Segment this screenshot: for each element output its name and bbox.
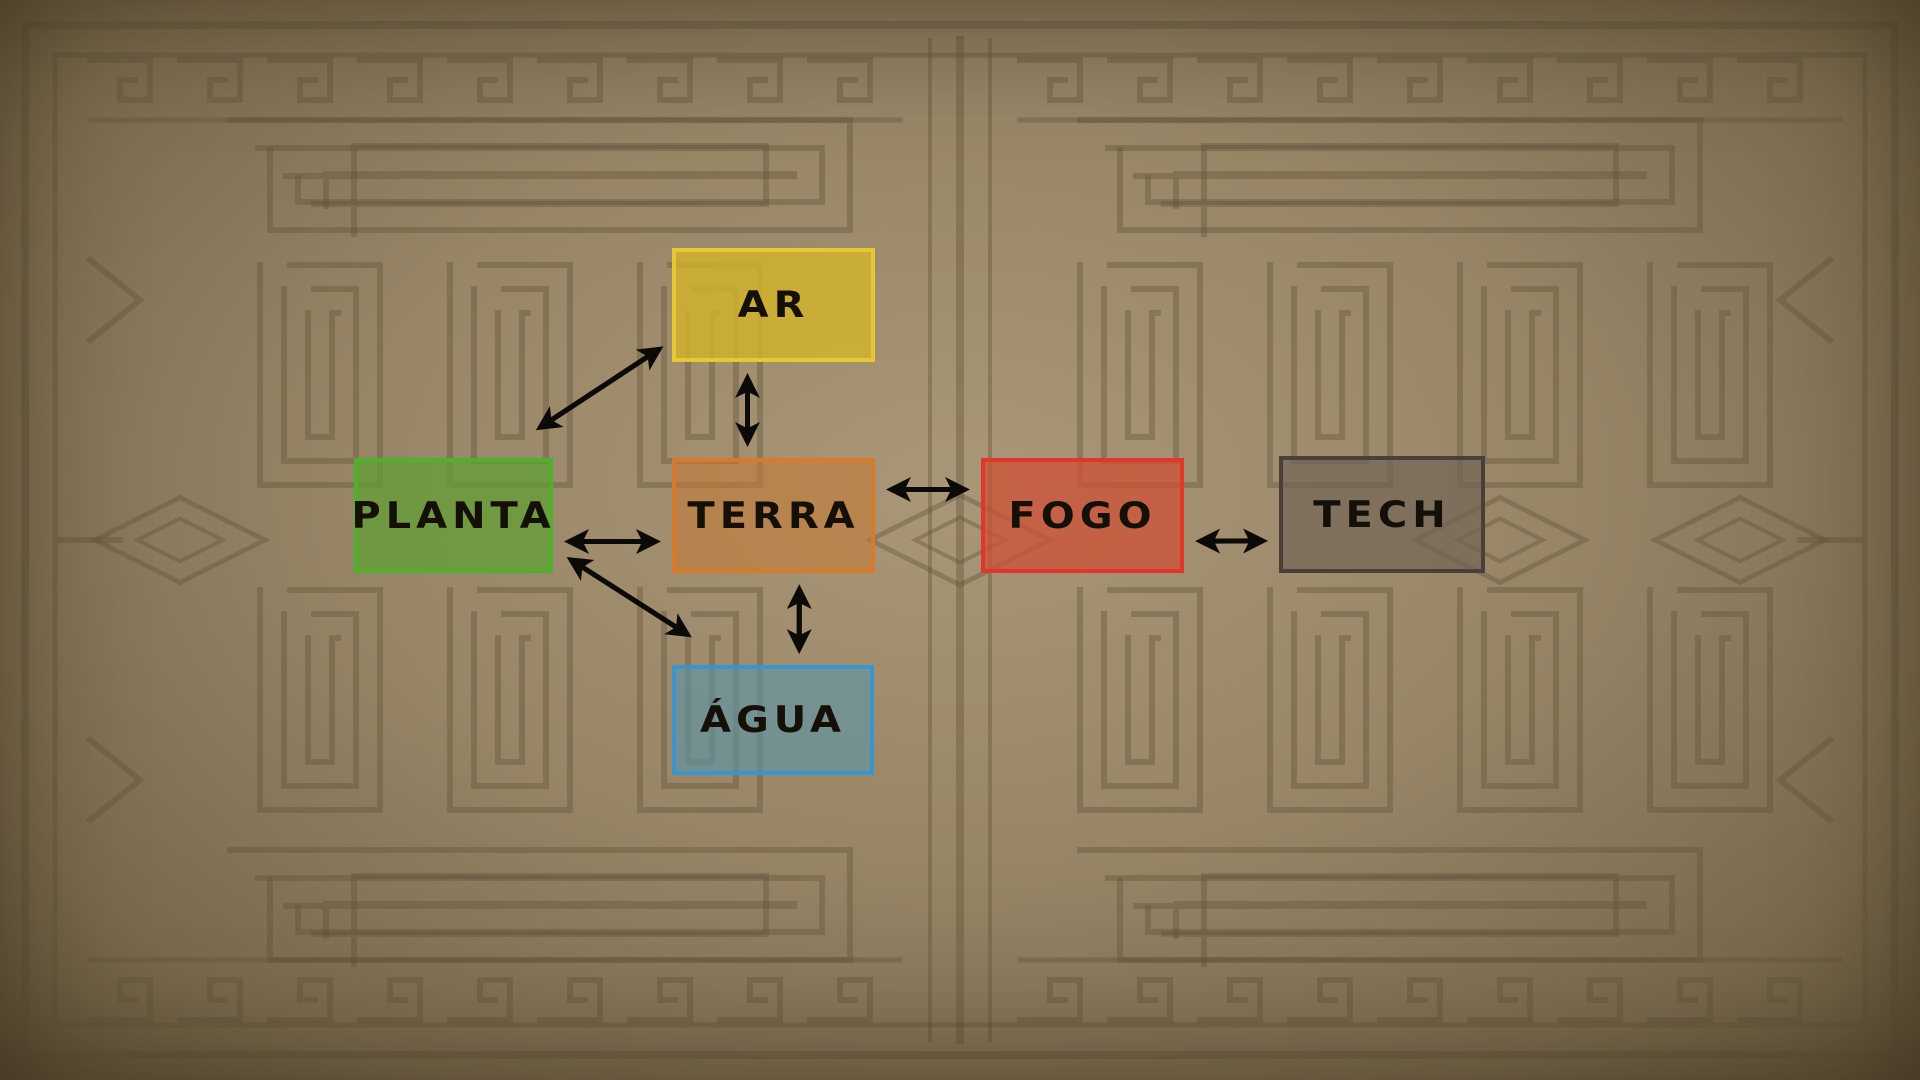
element-agua-box[interactable]: ÁGUA	[672, 665, 874, 775]
element-planta-label: PLANTA	[351, 494, 556, 537]
element-planta-box[interactable]: PLANTA	[351, 458, 556, 573]
element-fogo-label: FOGO	[1008, 494, 1157, 537]
element-ar-box[interactable]: AR	[672, 248, 875, 362]
element-fogo-box[interactable]: FOGO	[981, 458, 1184, 573]
element-tech-label: TECH	[1313, 493, 1451, 536]
element-tech-box[interactable]: TECH	[1279, 456, 1485, 573]
element-agua-label: ÁGUA	[700, 698, 846, 742]
element-terra-box[interactable]: TERRA	[672, 458, 875, 573]
element-ar-label: AR	[737, 283, 810, 327]
element-terra-label: TERRA	[687, 494, 860, 537]
